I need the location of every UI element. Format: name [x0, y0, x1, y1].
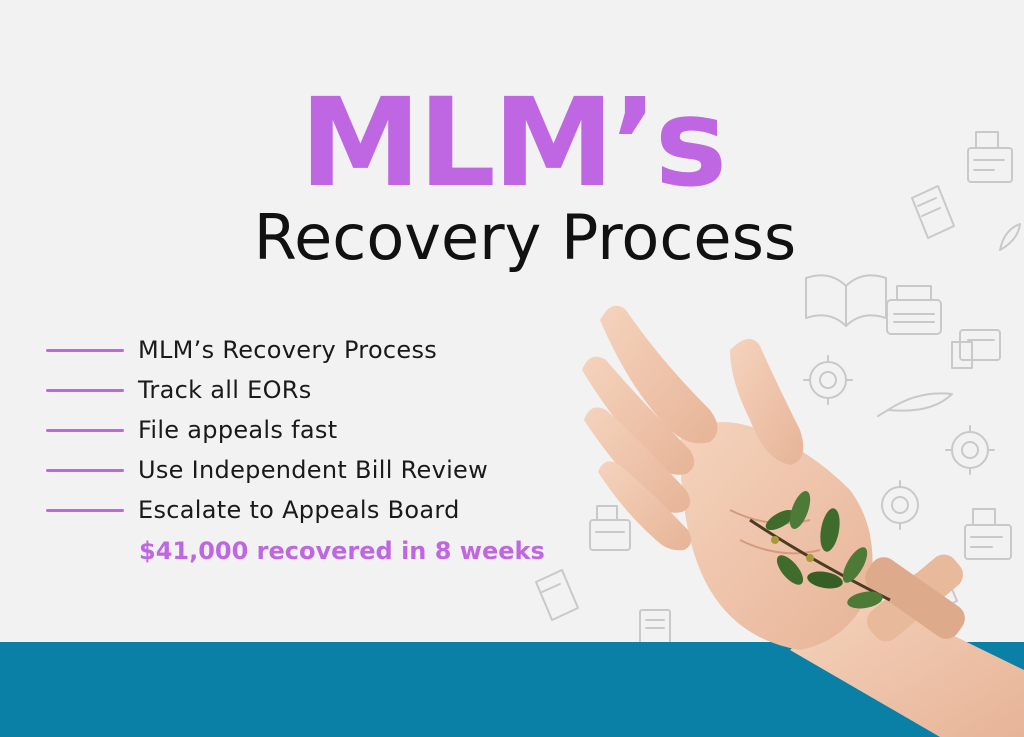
cash-register-icon — [589, 505, 631, 551]
leaf-sprig-icon — [749, 491, 891, 609]
feather-quill-icon — [999, 223, 1021, 251]
gear-pencil-icon — [803, 355, 853, 405]
purple-dash — [46, 508, 124, 512]
cash-register-icon — [964, 508, 1012, 560]
steps-list: MLM’s Recovery Process Track all EORs Fi… — [46, 330, 488, 530]
purple-dash — [46, 348, 124, 352]
bandage-icon — [865, 554, 965, 642]
poster-subtitle: Recovery Process — [253, 201, 797, 274]
list-item: Escalate to Appeals Board — [46, 490, 488, 530]
document-icon — [951, 329, 1001, 369]
step-label: MLM’s Recovery Process — [138, 336, 438, 364]
step-label: Escalate to Appeals Board — [138, 496, 460, 524]
hand-illustration — [582, 305, 1024, 737]
cash-register-icon — [967, 131, 1013, 183]
step-label: Track all EORs — [138, 376, 312, 404]
list-item: Track all EORs — [46, 370, 488, 410]
step-label: File appeals fast — [138, 416, 338, 444]
purple-dash — [46, 388, 124, 392]
purple-dash — [46, 468, 124, 472]
purple-dash — [46, 428, 124, 432]
list-item: File appeals fast — [46, 410, 488, 450]
typewriter-icon — [886, 285, 942, 335]
poster-title: MLM’s — [299, 72, 728, 214]
feather-quill-icon — [877, 392, 953, 417]
gear-pencil-icon — [881, 480, 919, 530]
list-item: Use Independent Bill Review — [46, 450, 488, 490]
gear-pencil-icon — [945, 425, 995, 475]
book-icon — [911, 185, 955, 239]
step-label: Use Independent Bill Review — [138, 456, 489, 484]
book-icon — [535, 569, 579, 621]
result-highlight: $41,000 recovered in 8 weeks — [139, 537, 545, 565]
list-item: MLM’s Recovery Process — [46, 330, 488, 370]
